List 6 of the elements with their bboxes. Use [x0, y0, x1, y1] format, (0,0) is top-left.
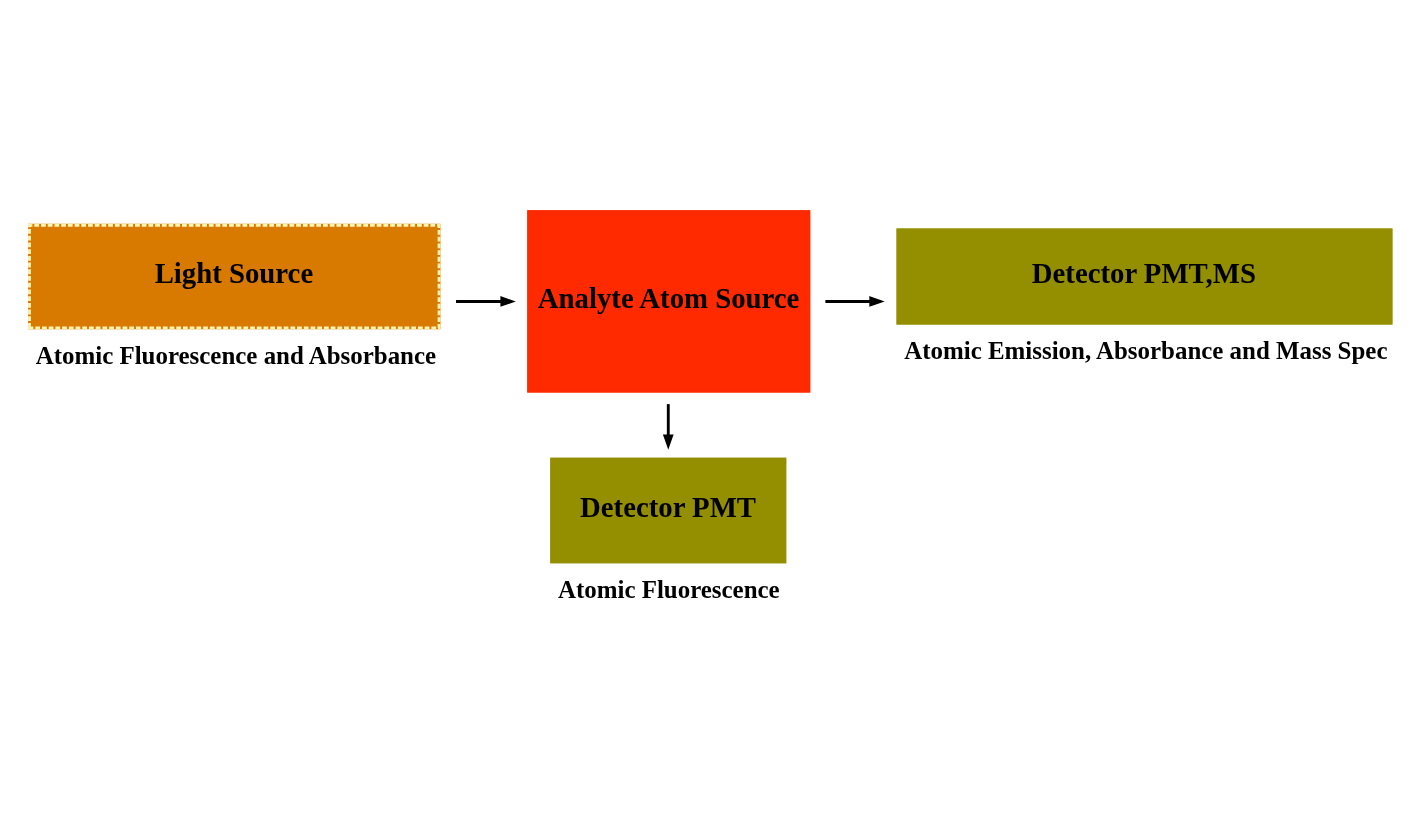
- node-label: Atomic Fluorescence and Absorbance: [35, 341, 437, 369]
- arrow: [456, 296, 516, 307]
- arrow: [662, 404, 674, 450]
- node-label: Atomic Emission, Absorbance and Mass Spec: [904, 336, 1388, 364]
- node-label: Atomic Fluorescence: [557, 575, 780, 603]
- arrow: [825, 296, 885, 307]
